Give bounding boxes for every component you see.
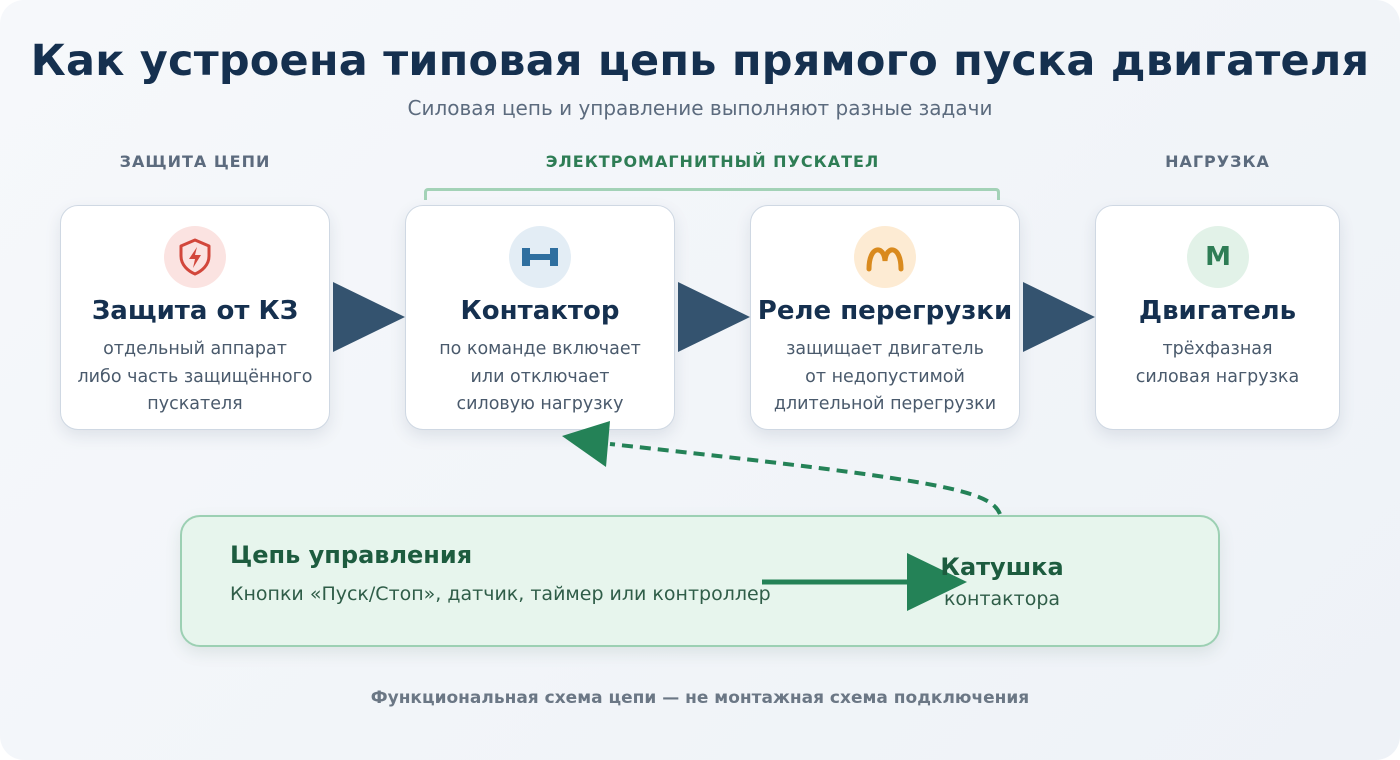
control-arrow [762,553,967,611]
starter-bracket [424,188,1000,200]
card-contactor: Контактор по команде включает или отключ… [405,205,675,430]
coil-description: контактора [943,588,1061,610]
card-title: Контактор [460,296,620,326]
control-description: Кнопки «Пуск/Стоп», датчик, таймер или к… [230,583,771,605]
card-description: по команде включает или отключает силову… [439,339,641,414]
card-description: трёхфазная силовая нагрузка [1135,339,1300,387]
diagram-title: Как устроена типовая цепь прямого пуска … [30,36,1370,86]
card-title: Защита от КЗ [91,296,299,326]
control-circuit-panel: Цепь управления Кнопки «Пуск/Стоп», датч… [180,515,1220,647]
feedback-arrowhead [562,421,610,467]
card-description: отдельный аппарат либо часть защищённого… [77,339,313,414]
overload-relay-icon [854,226,916,288]
power-arrow-2 [678,282,750,352]
shield-lightning-icon [164,226,226,288]
card-short-circuit-protection: Защита от КЗ отдельный аппарат либо част… [60,205,330,430]
coil-title: Катушка [940,553,1064,581]
contactor-icon [509,226,571,288]
control-title: Цепь управления [230,541,473,569]
section-label-starter: ЭЛЕКТРОМАГНИТНЫЙ ПУСКАТЕЛ [545,152,880,171]
card-motor: M Двигатель трёхфазная силовая нагрузка [1095,205,1340,430]
feedback-dashed-line [609,442,1002,515]
card-title: Реле перегрузки [757,296,1013,326]
section-label-load: НАГРУЗКА [1165,152,1270,171]
card-title: Двигатель [1138,296,1297,326]
card-overload-relay: Реле перегрузки защищает двигатель от не… [750,205,1020,430]
diagram-subtitle: Силовая цепь и управление выполняют разн… [407,96,993,120]
card-description: защищает двигатель от недопустимой длите… [773,339,997,414]
power-arrow-3 [1023,282,1095,352]
diagram-footer: Функциональная схема цепи — не монтажная… [370,688,1030,708]
power-arrow-1 [333,282,405,352]
motor-icon: M [1187,226,1249,288]
section-label-protection: ЗАЩИТА ЦЕПИ [119,152,271,171]
